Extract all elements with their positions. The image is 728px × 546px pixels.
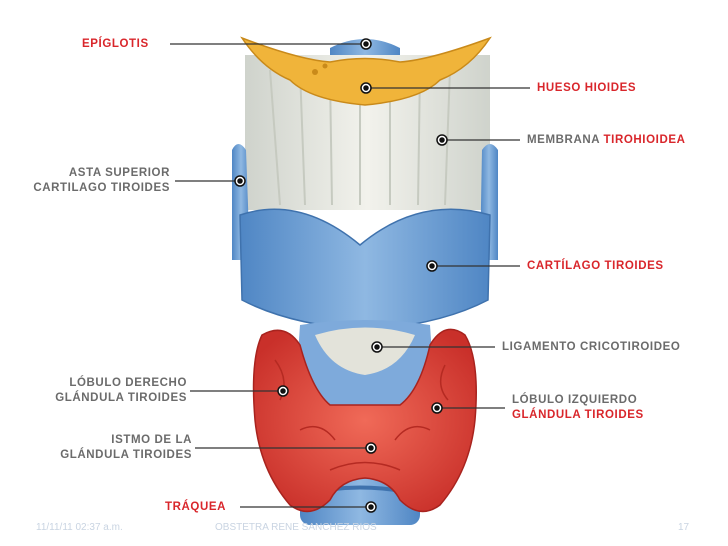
- label-membrana-tirohioidea: MEMBRANA TIROHIOIDEA: [527, 133, 686, 148]
- label-membrana-prefix: MEMBRANA: [527, 134, 604, 146]
- cricoid-shape: [295, 320, 435, 410]
- label-istmo-line2: GLÁNDULA TIROIDES: [60, 449, 192, 461]
- label-lobulo-derecho: LÓBULO DERECHO GLÁNDULA TIROIDES: [20, 376, 187, 406]
- label-hueso-hioides: HUESO HIOIDES: [537, 82, 637, 94]
- label-lobulo-izquierdo: LÓBULO IZQUIERDO GLÁNDULA TIROIDES: [512, 393, 644, 423]
- footer-author: OBSTETRA RENE SANCHEZ RIOS: [215, 522, 377, 533]
- label-asta-superior: ASTA SUPERIOR CARTILAGO TIROIDES: [8, 166, 170, 196]
- label-lobulo-izq-line2: GLÁNDULA TIROIDES: [512, 409, 644, 421]
- footer-date: 11/11/11 02:37 a.m.: [36, 522, 123, 533]
- thyroid-cartilage-shape: [239, 208, 491, 331]
- label-istmo-line1: ISTMO DE LA: [111, 434, 192, 446]
- label-lobulo-der-line1: LÓBULO DERECHO: [69, 377, 187, 389]
- thyroid-gland-shape: [252, 328, 477, 513]
- label-ligamento-cricotiroideo: LIGAMENTO CRICOTIROIDEO: [502, 341, 681, 353]
- label-lobulo-der-line2: GLÁNDULA TIROIDES: [55, 392, 187, 404]
- label-lobulo-izq-line1: LÓBULO IZQUIERDO: [512, 394, 638, 406]
- leader-lines: [170, 43, 530, 508]
- pointer-dots: [234, 38, 448, 513]
- label-istmo: ISTMO DE LA GLÁNDULA TIROIDES: [25, 433, 192, 463]
- label-asta-line2: CARTILAGO TIROIDES: [33, 182, 170, 194]
- label-cartilago-tiroides: CARTÍLAGO TIROIDES: [527, 260, 664, 272]
- footer-page-number: 17: [678, 522, 690, 533]
- label-asta-line1: ASTA SUPERIOR: [68, 167, 170, 179]
- membrane-shape: [245, 55, 490, 210]
- label-membrana-suffix: TIROHIOIDEA: [603, 134, 686, 146]
- label-epiglotis: EPÍGLOTIS: [82, 38, 149, 50]
- label-traquea: TRÁQUEA: [165, 501, 227, 513]
